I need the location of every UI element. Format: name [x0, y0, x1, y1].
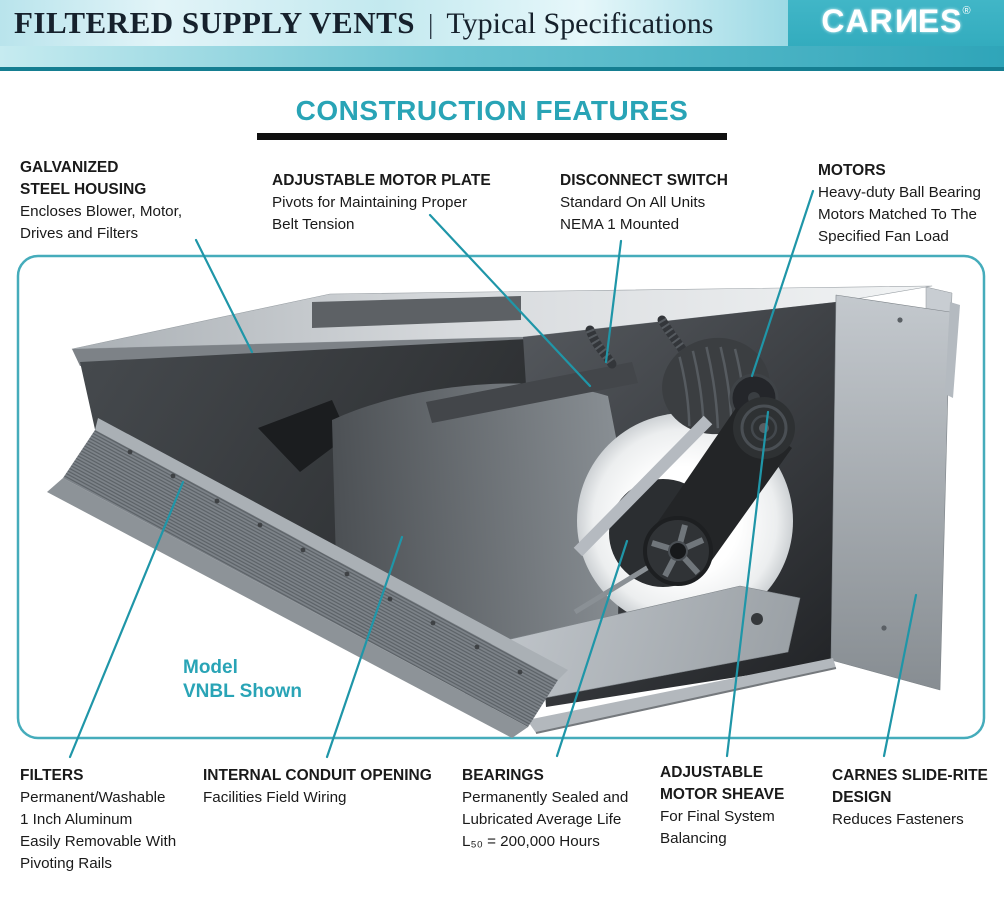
callout-title: ADJUSTABLE MOTOR SHEAVE [660, 764, 785, 803]
section-title-underline [257, 133, 727, 140]
callout-body: Pivots for Maintaining Proper Belt Tensi… [272, 194, 467, 233]
filter-top-rail [95, 418, 568, 680]
motor-sheave [733, 397, 795, 459]
drive-belt [651, 408, 792, 570]
section-header: CONSTRUCTION FEATURES [0, 94, 984, 140]
callout-title: BEARINGS [462, 767, 544, 784]
right-side-panel [830, 294, 951, 691]
interior-back-wall [523, 302, 836, 707]
top-panel [71, 285, 933, 350]
callout-title: MOTORS [818, 162, 886, 179]
carnes-logo: CARNES ® [788, 0, 1004, 46]
flexible-conduit [585, 328, 616, 367]
callout-body: Heavy-duty Ball Bearing Motors Matched T… [818, 184, 981, 245]
motor-mounting-plate [426, 362, 638, 423]
callout-title: CARNES SLIDE-RITE DESIGN [832, 767, 988, 806]
section-title: CONSTRUCTION FEATURES [295, 95, 689, 126]
leader-filters [68, 480, 185, 759]
callout-disconnect-switch: DISCONNECT SWITCH Standard On All Units … [560, 170, 745, 236]
bracket-hole [751, 613, 763, 625]
motor-plate-arm [573, 415, 713, 557]
front-bevel-edge [72, 337, 531, 366]
callout-body: Encloses Blower, Motor, Drives and Filte… [20, 203, 183, 242]
right-edge-flange [945, 302, 960, 398]
callout-bearings: BEARINGS Permanently Sealed and Lubricat… [462, 765, 657, 853]
leader-slide-rite [882, 593, 918, 758]
leader-motors [750, 189, 815, 378]
callout-carnes-slide-rite-design: CARNES SLIDE-RITE DESIGN Reduces Fastene… [832, 765, 1000, 831]
carnes-logo-wordmark: CARNES [821, 0, 962, 46]
page-header: FILTERED SUPPLY VENTS | Typical Specific… [0, 0, 1004, 46]
flexible-conduit [657, 315, 693, 363]
callout-title: FILTERS [20, 767, 84, 784]
leader-bearings [555, 539, 629, 758]
callout-filters: FILTERS Permanent/Washable 1 Inch Alumin… [20, 765, 200, 875]
callout-body: Permanent/Washable 1 Inch Aluminum Easil… [20, 789, 177, 872]
blower-inlet-opening [609, 479, 717, 587]
rear-corner-flange [925, 286, 953, 323]
mirrored-n-letter: N [893, 3, 918, 39]
page-title-main: FILTERED SUPPLY VENTS [14, 5, 416, 40]
motor [662, 337, 770, 435]
support-bracket [454, 585, 801, 713]
callout-internal-conduit-opening: INTERNAL CONDUIT OPENING Facilities Fiel… [203, 765, 448, 809]
bearing-shaft [573, 557, 662, 615]
flexible-conduit [658, 317, 692, 361]
header-divider-band [0, 46, 1004, 71]
leader-motor-plate [428, 213, 592, 388]
callout-motors: MOTORS Heavy-duty Ball Bearing Motors Ma… [818, 160, 1004, 248]
filter-rivets [127, 449, 523, 675]
callout-galvanized-steel-housing: GALVANIZED STEEL HOUSING Encloses Blower… [20, 157, 215, 245]
callout-title: INTERNAL CONDUIT OPENING [203, 767, 432, 784]
callout-title: DISCONNECT SWITCH [560, 172, 728, 189]
registered-trademark-symbol: ® [962, 5, 971, 17]
rear-flange [312, 296, 521, 328]
leader-galvanized-housing [194, 238, 254, 354]
callout-body: Standard On All Units NEMA 1 Mounted [560, 194, 706, 233]
callout-title: ADJUSTABLE MOTOR PLATE [272, 172, 491, 189]
page-title: FILTERED SUPPLY VENTS | Typical Specific… [14, 5, 713, 41]
title-separator: | [428, 9, 434, 39]
bracket-hole [483, 669, 501, 687]
callout-body: Permanently Sealed and Lubricated Averag… [462, 789, 629, 850]
illustration-frame [16, 254, 986, 740]
bottom-edge-strip [527, 658, 836, 733]
motor-end-cap [729, 373, 779, 423]
callout-adjustable-motor-plate: ADJUSTABLE MOTOR PLATE Pivots for Mainta… [272, 170, 512, 236]
callout-body: Facilities Field Wiring [203, 789, 347, 806]
callout-body: For Final System Balancing [660, 808, 775, 847]
page-title-sub: Typical Specifications [446, 7, 714, 40]
leader-motor-sheave [725, 410, 770, 758]
blower-scroll-housing [332, 383, 622, 661]
screw [881, 625, 887, 631]
callout-body: Reduces Fasteners [832, 811, 964, 828]
blower-inlet-ring [577, 413, 793, 629]
leader-conduit-opening [325, 535, 404, 759]
leader-disconnect-switch [604, 239, 623, 364]
callout-adjustable-motor-sheave: ADJUSTABLE MOTOR SHEAVE For Final System… [660, 762, 805, 850]
blower-pulley [643, 516, 713, 586]
housing-shadow-area [80, 339, 562, 678]
model-shown-note: Model VNBL Shown [183, 657, 302, 702]
left-end-opening [258, 400, 348, 472]
screw [897, 317, 903, 323]
filter-mesh [63, 430, 558, 727]
flexible-conduit [585, 325, 617, 369]
callout-title: GALVANIZED STEEL HOUSING [20, 159, 147, 198]
